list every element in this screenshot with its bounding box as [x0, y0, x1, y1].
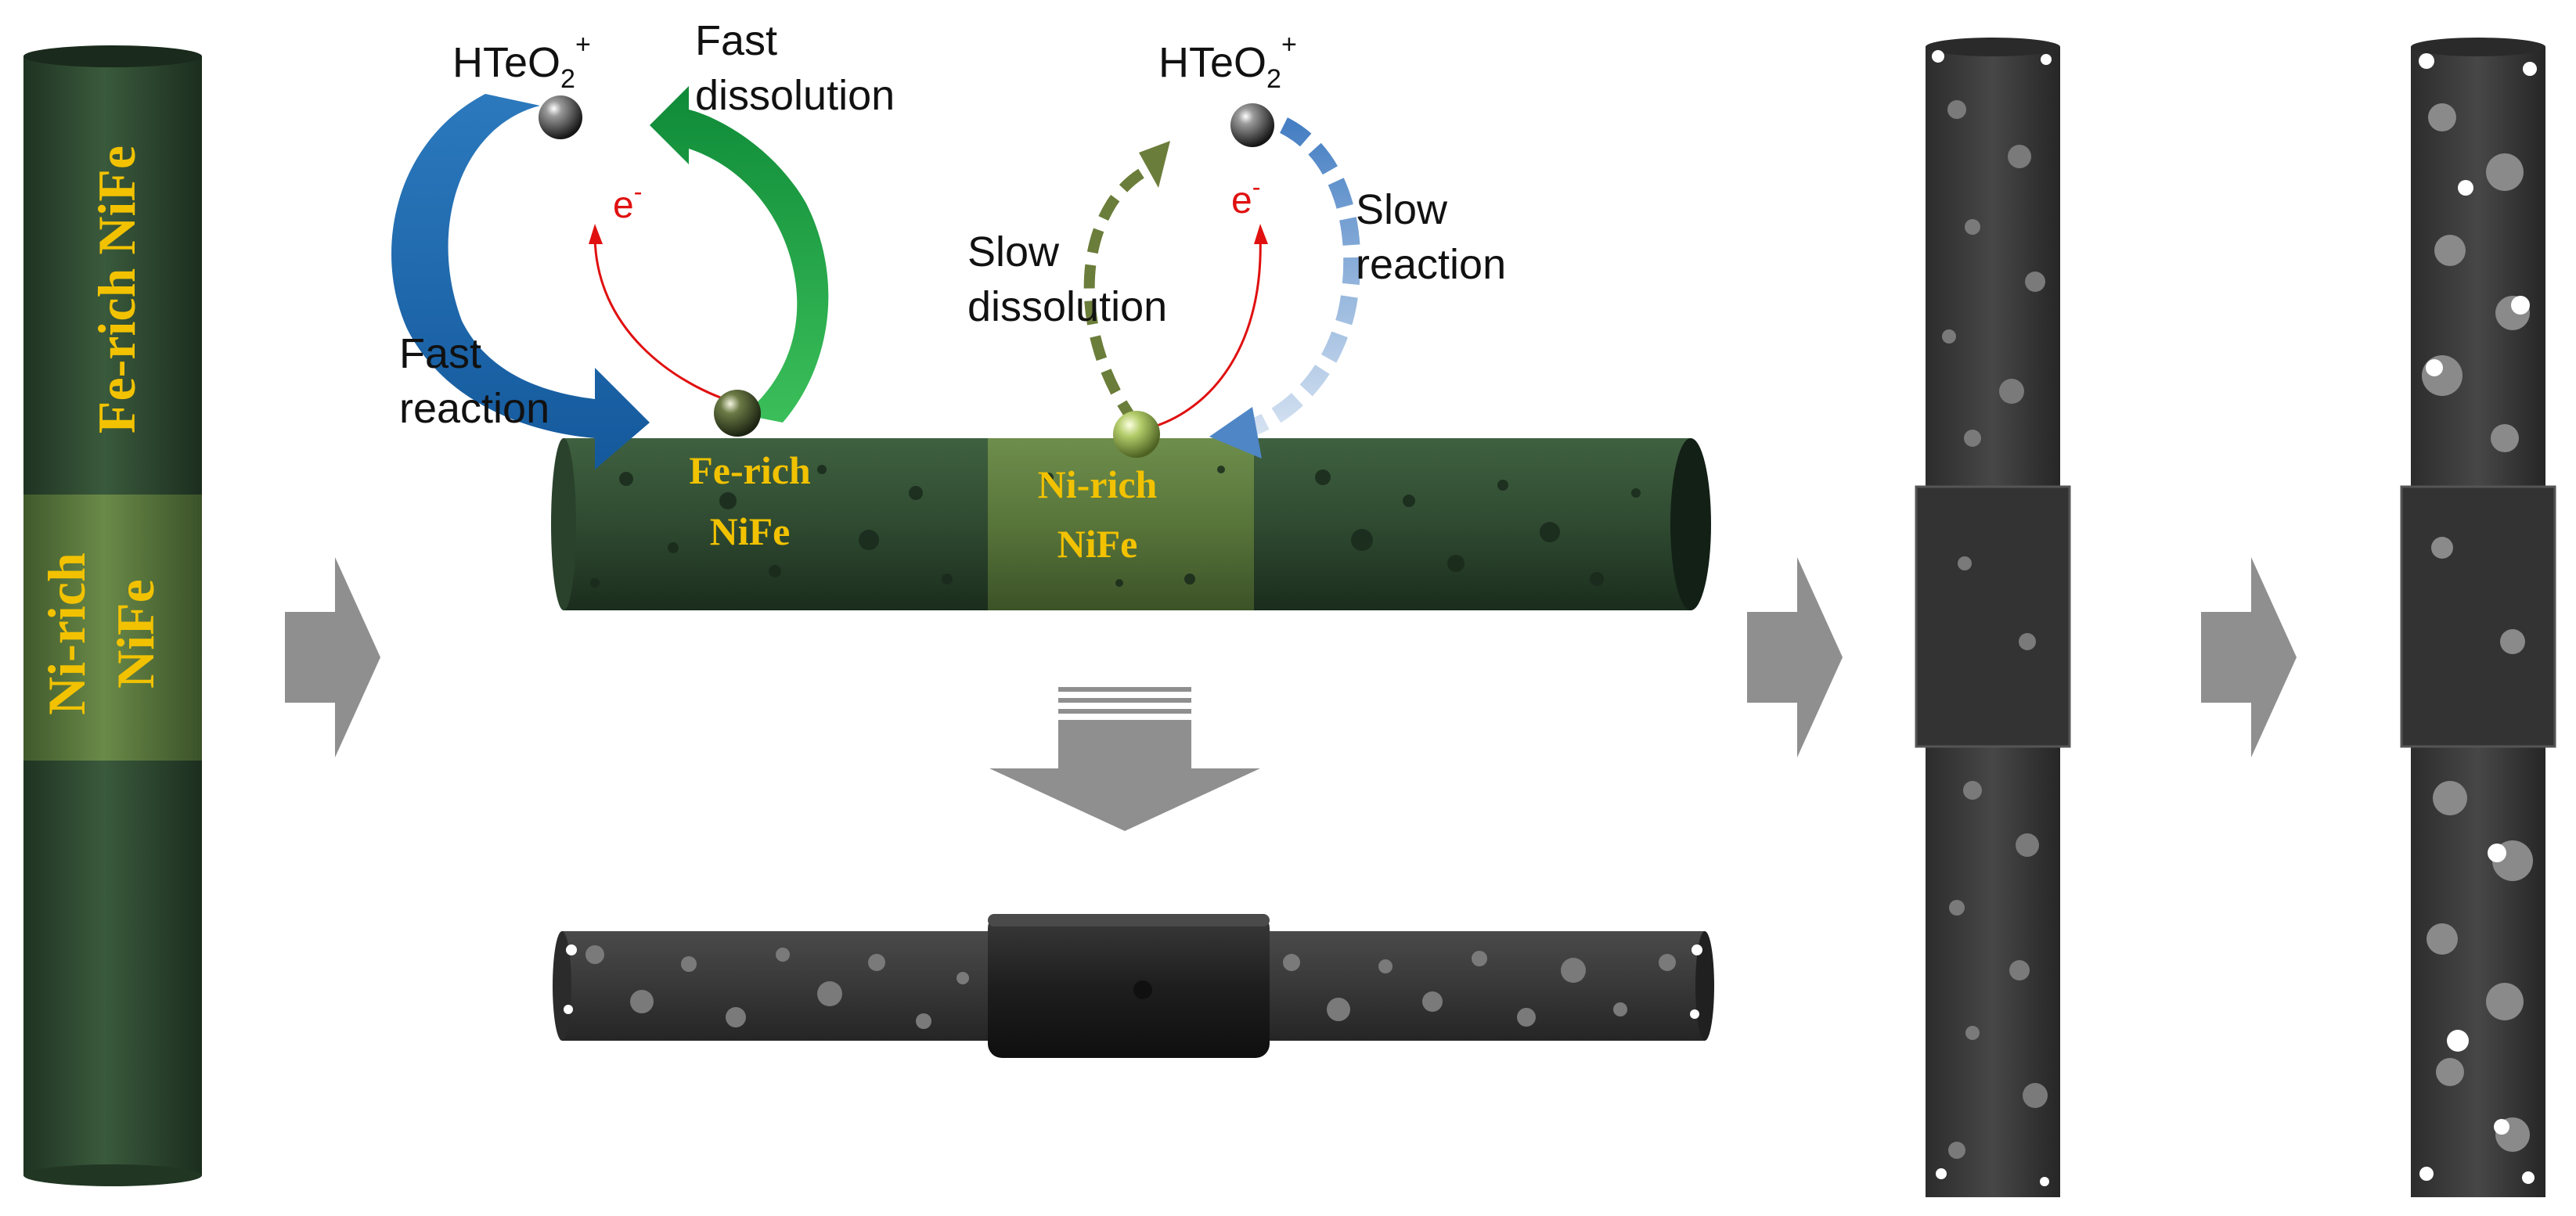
etched-horizontal-right-cap — [1695, 931, 1714, 1041]
fast-reaction-arrow — [391, 94, 650, 469]
wire-label-ni-line1: Ni-rich — [1038, 462, 1158, 506]
surface-pits — [590, 465, 1641, 588]
slow-ion-label: HTeO2+ — [1158, 30, 1297, 94]
process-arrow-right-3 — [2201, 557, 2297, 757]
slow-dissolution-arrow — [1083, 160, 1158, 426]
ni-rich-label-line1: Ni-rich — [37, 552, 96, 715]
fast-reaction-line2: reaction — [399, 385, 549, 432]
slow-electron-arrowhead — [1254, 224, 1268, 244]
fast-electron-arrowhead — [589, 224, 603, 244]
horizontal-wire-right-cap — [1670, 438, 1711, 610]
fast-dissolution-line2: dissolution — [695, 72, 895, 119]
wire-label-fe-line1: Fe-rich — [689, 448, 811, 492]
process-arrow-down — [989, 687, 1260, 831]
etched-horizontal-nanowire — [553, 914, 1714, 1058]
fast-electron-path — [593, 234, 737, 405]
ni-atom-ball — [1113, 411, 1160, 458]
wire-label-fe-line2: NiFe — [710, 509, 791, 553]
ni-rich-segment — [23, 495, 202, 761]
slow-dissolution-line2: dissolution — [967, 283, 1167, 330]
process-arrow-right-1 — [285, 557, 380, 757]
etched-horizontal-pores — [585, 945, 1676, 1029]
etched-horizontal-holes — [564, 944, 1702, 1019]
fe-rich-segment-lower — [23, 761, 202, 1175]
horizontal-wire-left-cap — [551, 438, 576, 610]
fe-atom-ball — [714, 390, 761, 437]
etched-vertical-1-top-cap — [1926, 38, 2060, 56]
slow-ion-ball — [1230, 103, 1274, 147]
etched-vertical-nanowire-2 — [2400, 38, 2556, 1197]
slow-cycle: HTeO2+ Slow dissolution Slow reaction e- — [967, 30, 1506, 459]
fast-dissolution-line1: Fast — [695, 17, 777, 64]
as-grown-nanowire: Fe-rich NiFe Ni-rich NiFe — [23, 45, 202, 1186]
slow-electron-path — [1154, 234, 1262, 428]
fe-rich-label: Fe-rich NiFe — [87, 146, 146, 434]
slow-electron-label: e- — [1231, 173, 1260, 221]
fe-rich-segment — [23, 56, 202, 495]
nanowire-bottom-cap — [23, 1164, 202, 1186]
etched-vertical-2-collar — [2400, 485, 2556, 748]
etched-vertical-2-top-cap — [2411, 38, 2545, 56]
fast-electron-label: e- — [613, 178, 642, 226]
etched-collar-rim — [988, 914, 1270, 926]
etched-ni-rich-collar — [988, 914, 1270, 1058]
slow-reaction-arrowhead — [1209, 407, 1262, 459]
ni-rich-label-line2: NiFe — [106, 579, 165, 689]
slow-reaction-line1: Slow — [1356, 186, 1448, 233]
reaction-nanowire: Fe-rich NiFe Ni-rich NiFe — [551, 438, 1711, 610]
etched-vertical-1-holes — [1932, 50, 2052, 1186]
fast-ion-label: HTeO2+ — [452, 30, 591, 94]
slow-reaction-arrow — [1241, 117, 1361, 439]
nanowire-top-cap — [23, 45, 202, 67]
slow-dissolution-line1: Slow — [967, 228, 1060, 275]
etched-collar-pit — [1133, 980, 1152, 999]
fast-dissolution-arrow — [650, 86, 829, 423]
slow-dissolution-arrowhead — [1139, 141, 1170, 188]
etched-vertical-1-pores — [1942, 100, 2048, 1159]
fast-cycle: HTeO2+ Fast dissolution Fast reaction e- — [391, 17, 895, 469]
fast-ion-ball — [539, 95, 582, 139]
etched-vertical-2-holes — [2419, 53, 2537, 1184]
etched-vertical-1-collar — [1915, 485, 2071, 748]
etched-vertical-nanowire-1 — [1915, 38, 2071, 1197]
process-arrow-right-2 — [1747, 557, 1843, 757]
fast-reaction-line1: Fast — [399, 330, 481, 377]
wire-label-ni-line2: NiFe — [1057, 522, 1138, 566]
slow-reaction-line2: reaction — [1356, 241, 1506, 288]
